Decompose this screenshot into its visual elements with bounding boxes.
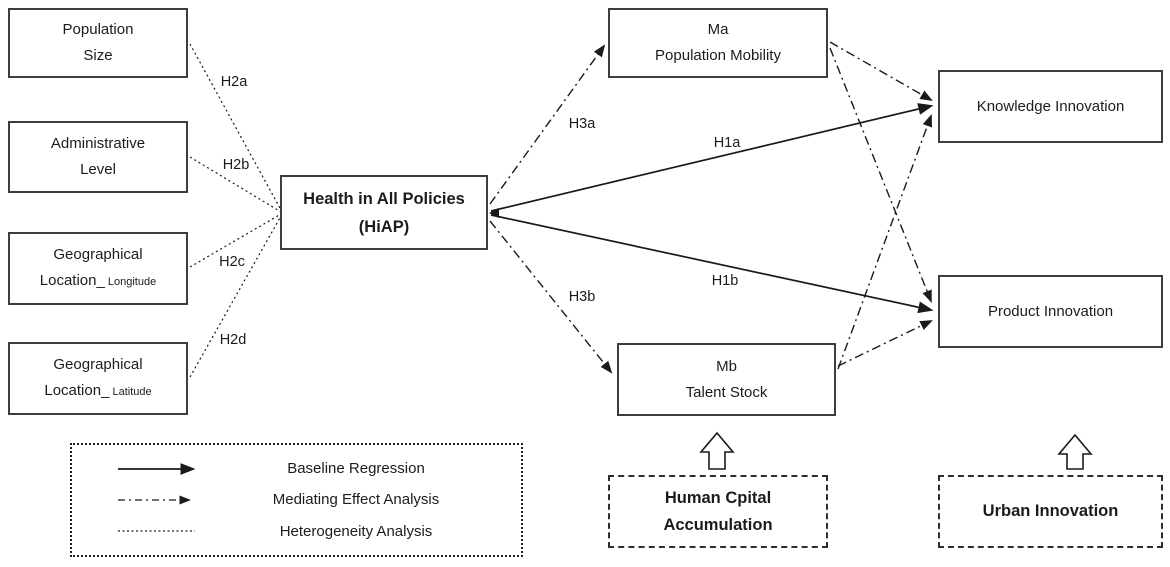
edge-ma-ki (829, 41, 933, 102)
edge-label-h1b: H1b (711, 273, 739, 289)
node-label: (HiAP) (358, 217, 410, 236)
node-label: Ma (707, 21, 729, 38)
node-knowledge-innovation: Knowledge Innovation (938, 70, 1163, 143)
node-label: Knowledge Innovation (976, 97, 1125, 115)
node-population-size: Population Size (8, 8, 188, 78)
edge-h2a (189, 43, 282, 211)
edge-label-h2a: H2a (220, 74, 248, 90)
edge-h3b (489, 220, 613, 374)
edge-label-h3a: H3a (568, 116, 596, 132)
annotation-label: Accumulation (663, 515, 773, 534)
edge-label-h1a: H1a (713, 135, 741, 151)
edge-label-h2c: H2c (219, 254, 245, 270)
node-label: Mb (716, 357, 737, 375)
edge-h2d (189, 215, 282, 378)
edge-h3a (489, 44, 606, 205)
node-label: Level (80, 161, 116, 178)
node-ma-population-mobility: Ma Population Mobility (608, 8, 828, 78)
node-geo-longitude: Geographical Location_ Longitude (8, 232, 188, 305)
dashdot-arrow-sample (118, 495, 191, 505)
up-arrow-human-capital (699, 431, 735, 470)
node-product-innovation: Product Innovation (938, 275, 1163, 348)
legend-row-heterogeneity: Heterogeneity Analysis (117, 523, 511, 540)
edge-mb-pi (837, 320, 933, 367)
edge-h1a (490, 103, 934, 212)
annotation-human-capital: Human Cpital Accumulation (608, 475, 828, 548)
node-geo-latitude: Geographical Location_ Latitude (8, 342, 188, 415)
legend-label: Mediating Effect Analysis (272, 491, 440, 509)
node-label-subscript: Latitude (109, 386, 152, 398)
edge-h1b (490, 214, 934, 314)
edge-mb-ki (837, 114, 932, 370)
node-label: Location_ Latitude (44, 382, 152, 399)
node-label: Size (83, 47, 113, 64)
legend-label: Baseline Regression (287, 460, 425, 478)
node-label: Geographical (53, 356, 143, 373)
node-label: Administrative (50, 135, 146, 152)
node-label: Geographical (53, 246, 143, 263)
node-mb-talent-stock: Mb Talent Stock (617, 343, 836, 416)
node-hiap: Health in All Policies (HiAP) (280, 175, 488, 250)
edge-label-h2b: H2b (222, 157, 250, 173)
edge-label-h3b: H3b (568, 289, 596, 305)
annotation-urban-innovation: Urban Innovation (938, 475, 1163, 548)
node-label: Health in All Policies (303, 189, 465, 208)
legend-box: Baseline Regression Mediating Effect Ana… (70, 443, 523, 557)
hiap-back-arrowhead (489, 208, 499, 218)
solid-arrow-sample (118, 462, 196, 475)
node-label: Population Mobility (655, 47, 781, 64)
node-label-subscript: Longitude (104, 276, 157, 288)
node-administrative-level: Administrative Level (8, 121, 188, 193)
legend-label: Heterogeneity Analysis (279, 522, 433, 540)
node-label: Talent Stock (685, 383, 768, 401)
legend-row-baseline: Baseline Regression (117, 460, 511, 477)
edge-label-h2d: H2d (219, 332, 247, 348)
edge-ma-pi (829, 47, 932, 303)
annotation-label: Human Cpital (664, 488, 772, 507)
annotation-label: Urban Innovation (982, 502, 1119, 520)
node-label: Location_ Longitude (39, 272, 157, 289)
node-label: Population (62, 21, 134, 38)
node-label: Product Innovation (987, 302, 1114, 320)
legend-row-mediating: Mediating Effect Analysis (117, 491, 511, 508)
up-arrow-urban-innovation (1057, 433, 1093, 470)
dotted-line-sample (118, 530, 195, 532)
